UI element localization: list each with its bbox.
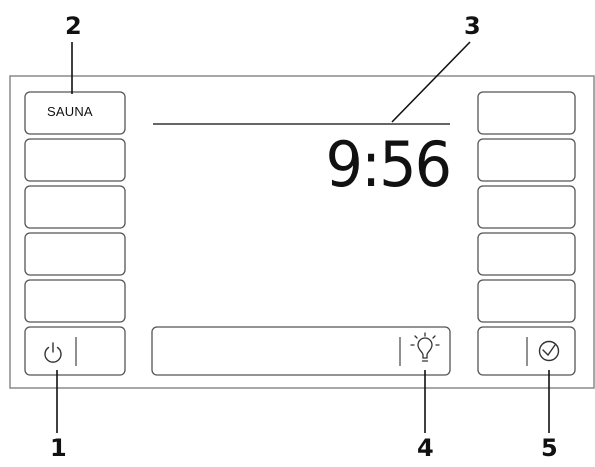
- right-button-3[interactable]: [477, 185, 576, 229]
- left-button-2[interactable]: [24, 138, 126, 182]
- clock-icon: [538, 340, 560, 362]
- left-button-5[interactable]: [24, 279, 126, 323]
- callout-3: 3: [464, 12, 481, 40]
- right-button-column: [477, 91, 576, 376]
- right-button-2[interactable]: [477, 138, 576, 182]
- left-button-4[interactable]: [24, 232, 126, 276]
- panel-frame: [9, 75, 595, 389]
- time-display: 9:56: [325, 128, 452, 201]
- right-button-5[interactable]: [477, 279, 576, 323]
- left-button-3[interactable]: [24, 185, 126, 229]
- right-button-1[interactable]: [477, 91, 576, 135]
- left-button-column: [24, 91, 126, 376]
- sauna-label: SAUNA: [47, 104, 93, 119]
- right-button-4[interactable]: [477, 232, 576, 276]
- callout-lines: [56, 41, 550, 433]
- light-bar[interactable]: [151, 326, 451, 376]
- callout-line-3: [391, 41, 471, 123]
- callout-5: 5: [541, 434, 558, 462]
- callout-1: 1: [50, 434, 67, 462]
- sauna-button[interactable]: [24, 91, 126, 135]
- light-bulb-icon: [410, 332, 440, 362]
- power-icon: [44, 342, 62, 363]
- callout-2: 2: [65, 12, 82, 40]
- callout-4: 4: [417, 434, 434, 462]
- power-button[interactable]: [24, 326, 126, 376]
